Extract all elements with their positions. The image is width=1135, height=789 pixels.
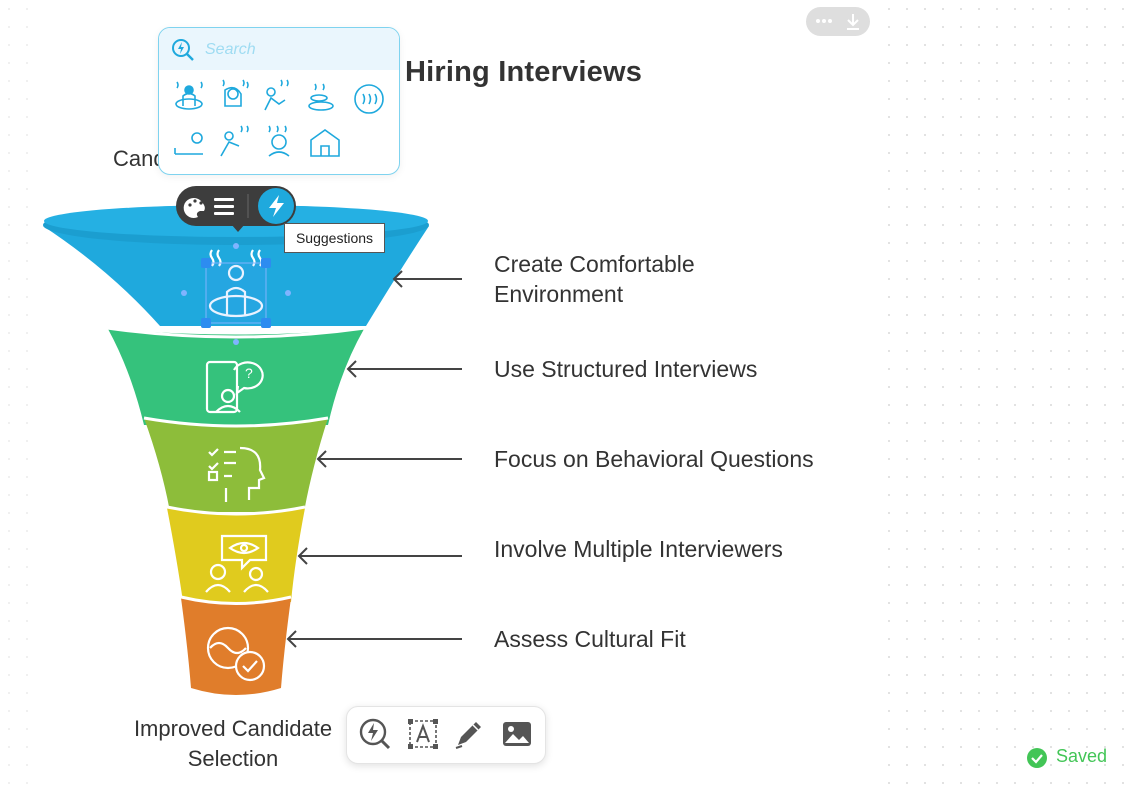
massage-icon[interactable] bbox=[220, 125, 249, 157]
arrow-5 bbox=[286, 630, 462, 648]
person-relax-icon[interactable] bbox=[208, 249, 264, 318]
arrow-1 bbox=[392, 270, 462, 288]
multiple-interviewers-icon bbox=[205, 534, 269, 593]
resize-handle-tl[interactable] bbox=[201, 258, 211, 268]
arrow-4 bbox=[297, 547, 462, 565]
svg-text:?: ? bbox=[245, 365, 253, 381]
steam-circle-icon[interactable] bbox=[354, 84, 384, 114]
pen-icon[interactable] bbox=[452, 717, 486, 751]
icon-suggestions-popup bbox=[158, 27, 400, 175]
toolbar-caret bbox=[231, 224, 245, 232]
resize-handle-tr[interactable] bbox=[261, 258, 271, 268]
gear-bed-icon[interactable] bbox=[174, 132, 203, 155]
node-toolbar bbox=[176, 186, 296, 232]
relax-head-icon[interactable] bbox=[222, 79, 249, 107]
stretch-person-icon[interactable] bbox=[264, 79, 289, 111]
image-icon[interactable] bbox=[500, 717, 534, 751]
relax-person-icon[interactable] bbox=[175, 81, 203, 110]
behavior-head-icon bbox=[207, 446, 266, 502]
diagram-title[interactable]: Hiring Interviews bbox=[405, 56, 643, 88]
step-label-4[interactable]: Involve Multiple Interviewers bbox=[494, 536, 783, 562]
resize-handle-bl[interactable] bbox=[201, 318, 211, 328]
sauna-head-icon[interactable] bbox=[268, 125, 290, 157]
step-label-5[interactable]: Assess Cultural Fit bbox=[494, 626, 686, 652]
funnel-bottom-label[interactable]: Improved Candidate Selection bbox=[133, 716, 333, 771]
spa-stones-icon[interactable] bbox=[308, 83, 334, 111]
top-actions-pill bbox=[806, 7, 870, 36]
step-label-2[interactable]: Use Structured Interviews bbox=[494, 356, 758, 382]
lightning-search-icon bbox=[172, 39, 194, 61]
resize-handle-br[interactable] bbox=[261, 318, 271, 328]
ai-search-icon[interactable] bbox=[358, 717, 392, 751]
text-box-icon[interactable] bbox=[406, 717, 440, 751]
palette-icon[interactable] bbox=[183, 197, 205, 218]
popup-search-row bbox=[159, 28, 399, 70]
bottom-toolbar bbox=[346, 706, 546, 764]
funnel-segment-5[interactable] bbox=[181, 598, 291, 695]
funnel-top-label[interactable]: Cand bbox=[113, 146, 166, 171]
funnel-segment-4[interactable] bbox=[167, 508, 305, 602]
step-label-1[interactable]: Create Comfortable Environment bbox=[494, 251, 695, 307]
download-icon[interactable] bbox=[847, 14, 859, 30]
more-icon[interactable] bbox=[816, 19, 832, 23]
cultural-fit-icon bbox=[206, 626, 266, 682]
canvas-dot-grid-left bbox=[0, 0, 40, 789]
step-label-3[interactable]: Focus on Behavioral Questions bbox=[494, 446, 814, 472]
step-arrows bbox=[286, 270, 462, 648]
suggestions-tooltip: Suggestions bbox=[284, 223, 385, 253]
arrow-3 bbox=[316, 450, 462, 468]
check-circle-icon bbox=[1027, 748, 1047, 768]
lightning-icon[interactable] bbox=[258, 188, 294, 224]
canvas-dot-grid bbox=[880, 0, 1135, 789]
funnel-segment-3[interactable] bbox=[144, 418, 328, 512]
structured-interview-icon: ? bbox=[205, 360, 264, 414]
style-lines-icon[interactable] bbox=[214, 198, 234, 215]
sauna-house-icon[interactable] bbox=[310, 129, 340, 157]
selection-box bbox=[205, 262, 267, 324]
saved-label: Saved bbox=[1056, 746, 1108, 766]
icon-search-input[interactable] bbox=[203, 37, 387, 63]
arrow-2 bbox=[346, 360, 462, 378]
